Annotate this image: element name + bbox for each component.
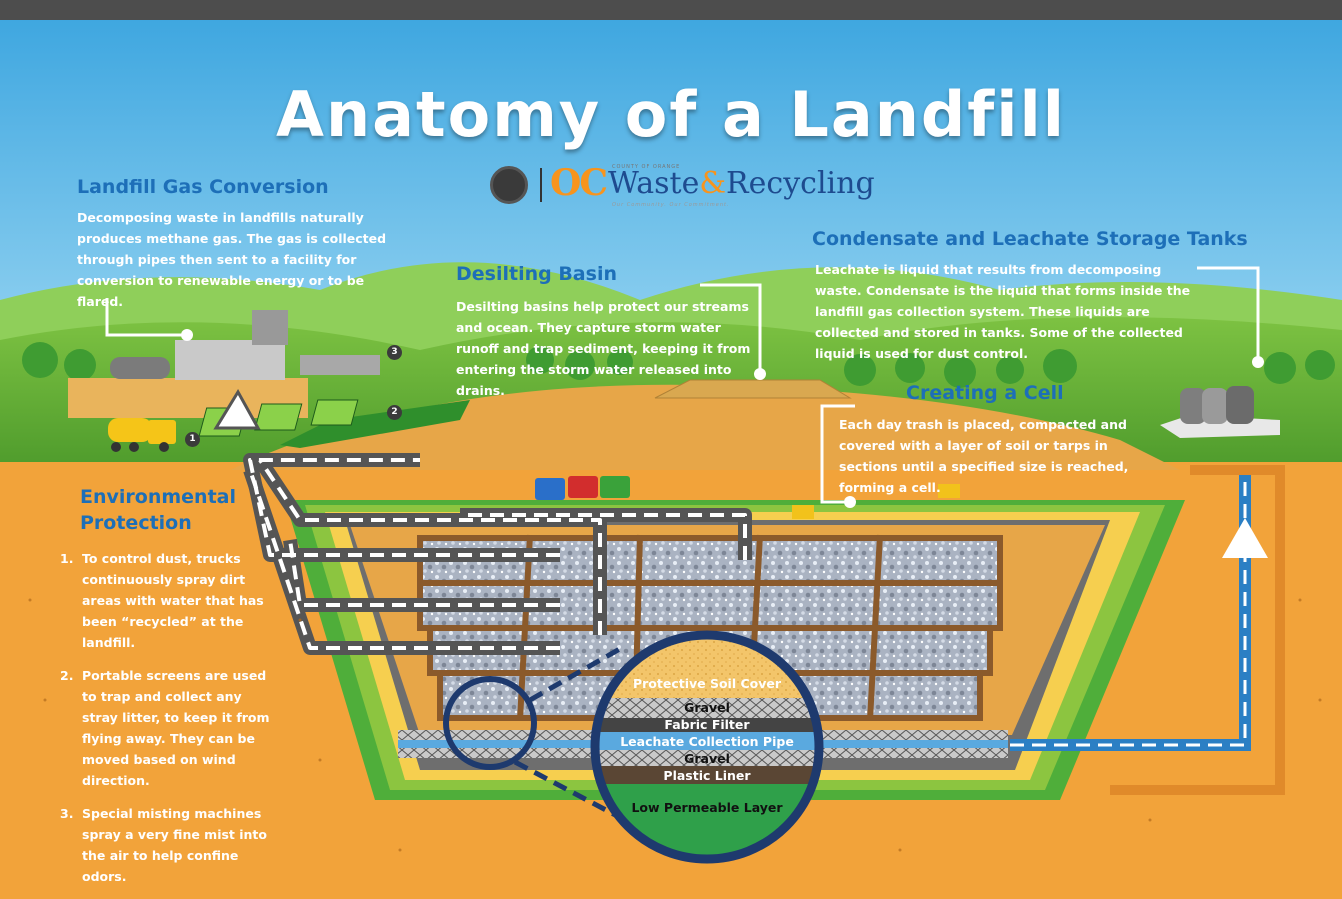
creating-cell-text: Each day trash is placed, compacted and …: [839, 417, 1129, 495]
env-protection-heading-line1: Environmental: [80, 486, 236, 508]
desilting-basin-heading: Desilting Basin: [456, 263, 617, 285]
list-item: 2. Portable screens are used to trap and …: [60, 665, 275, 791]
storage-tanks-text: Leachate is liquid that results from dec…: [815, 262, 1191, 361]
layer-fabric-filter: Fabric Filter: [664, 717, 750, 732]
gas-conversion-heading: Landfill Gas Conversion: [77, 176, 329, 198]
logo-name: Waste&Recycling: [608, 166, 875, 201]
logo-county-label: COUNTY OF ORANGE: [612, 164, 681, 170]
layer-leachate-pipe: Leachate Collection Pipe: [620, 734, 794, 749]
layer-low-permeable: Low Permeable Layer: [631, 800, 783, 815]
badge-portable-screens: 2: [387, 405, 402, 420]
layer-plastic-liner: Plastic Liner: [663, 768, 751, 783]
logo-divider: [540, 168, 542, 202]
diagram-artwork: [0, 0, 1342, 864]
list-item: 3. Special misting machines spray a very …: [60, 803, 275, 887]
list-item-number: 2.: [60, 668, 74, 683]
env-protection-list: 1. To control dust, trucks continuously s…: [60, 548, 275, 899]
badge-misting-machine: 3: [387, 345, 402, 360]
logo-name-waste: Waste: [608, 166, 700, 201]
creating-cell-heading: Creating a Cell: [906, 382, 1064, 404]
page-title: Anatomy of a Landfill: [276, 78, 1066, 151]
county-seal-icon: [490, 166, 528, 204]
storage-tanks-heading: Condensate and Leachate Storage Tanks: [812, 228, 1248, 250]
list-item-text: To control dust, trucks continuously spr…: [82, 551, 264, 650]
list-item-number: 3.: [60, 806, 74, 821]
logo-name-recycling: Recycling: [726, 166, 875, 201]
list-item-text: Portable screens are used to trap and co…: [82, 668, 270, 788]
desilting-basin-text: Desilting basins help protect our stream…: [456, 299, 751, 398]
logo-tagline: Our Community. Our Commitment.: [612, 202, 730, 208]
gas-conversion-text: Decomposing waste in landfills naturally…: [77, 210, 387, 309]
layer-gravel-top: Gravel: [684, 700, 730, 715]
list-item-text: Special misting machines spray a very fi…: [82, 806, 267, 884]
layer-gravel-bottom: Gravel: [684, 751, 730, 766]
badge-water-truck: 1: [185, 432, 200, 447]
list-item: 1. To control dust, trucks continuously s…: [60, 548, 275, 653]
logo-ampersand: &: [699, 166, 727, 201]
liner-cross-section: Protective Soil Cover Gravel Fabric Filt…: [595, 630, 819, 860]
env-protection-heading-line2: Protection: [80, 512, 192, 534]
layer-soil-cover: Protective Soil Cover: [632, 676, 782, 691]
list-item-number: 1.: [60, 551, 74, 566]
logo-oc: OC: [550, 162, 608, 204]
